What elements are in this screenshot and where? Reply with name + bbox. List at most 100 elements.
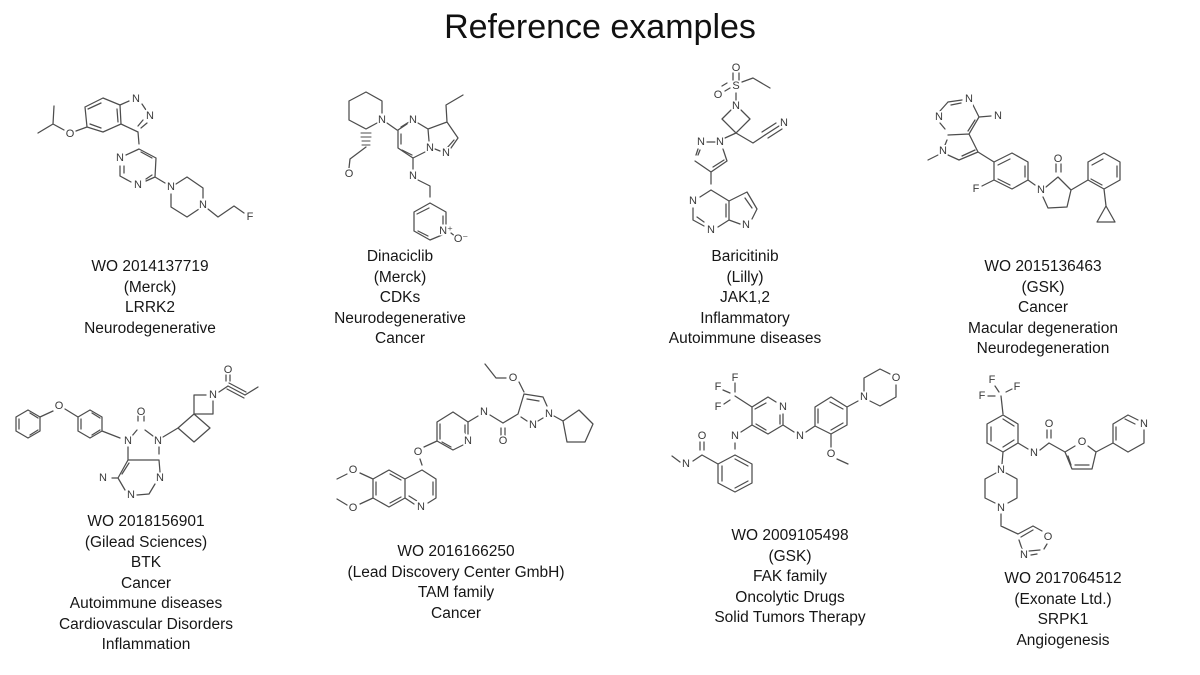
atom-label: N — [689, 195, 697, 207]
bonds — [984, 385, 1145, 556]
structure-wo2015136463: N N N N F N O — [927, 92, 1121, 223]
atom-label: N — [780, 117, 788, 129]
atom-label: N — [1140, 418, 1148, 430]
atom-label: O — [732, 62, 741, 74]
atom-label: N — [209, 389, 217, 401]
atom-labels: N N N N F N O — [934, 92, 1065, 198]
atom-label: N — [796, 430, 804, 442]
atom-label: N — [994, 110, 1002, 122]
atom-label: N — [529, 419, 537, 431]
atom-label: O — [499, 435, 508, 447]
atom-label: N — [1037, 184, 1045, 196]
atom-label: N — [99, 472, 107, 484]
atom-label: N — [426, 142, 434, 154]
atom-label: O — [1044, 531, 1053, 543]
atom-label: O — [224, 364, 233, 376]
caption-line: CDKs — [379, 289, 421, 306]
atom-label: N — [116, 152, 124, 164]
caption-baricitinib: Baricitinib (Lilly) JAK1,2 Inflammatory … — [635, 247, 855, 350]
atom-label: N — [779, 401, 787, 413]
caption-line: TAM family — [417, 584, 495, 601]
structure-wo2009105498: F F F N N O N N O N O — [671, 368, 903, 493]
caption-line: WO 2014137719 — [91, 258, 209, 275]
caption-line: Neurodegenerative — [334, 309, 466, 327]
atom-label: F — [989, 374, 996, 386]
atom-label: N — [707, 224, 715, 236]
caption-line: Neurodegenerative — [84, 319, 216, 337]
caption-wo2009105498: WO 2009105498 (GSK) FAK family Oncolytic… — [680, 526, 900, 629]
atom-label: F — [973, 183, 980, 195]
atom-label: O — [714, 89, 723, 101]
atom-label: F — [732, 372, 739, 384]
caption-line: WO 2016166250 — [397, 543, 515, 560]
atom-label: N⁺ — [439, 225, 453, 237]
atom-label: N — [167, 181, 175, 193]
structure-wo2018156901: O N O N N N N N O — [15, 363, 259, 503]
atom-label: N — [1030, 447, 1038, 459]
atom-label: O — [1045, 418, 1054, 430]
caption-line: (Gilead Sciences) — [84, 533, 208, 551]
structure-baricitinib: O O S N N N N N N N — [688, 61, 790, 238]
caption-line: Cancer — [121, 574, 171, 592]
atom-label: F — [715, 381, 722, 393]
atom-label: N — [464, 435, 472, 447]
caption-line: (GSK) — [1021, 278, 1065, 296]
atom-labels: O O S N N N N N N N — [688, 61, 790, 238]
atom-label: O — [1078, 436, 1087, 448]
caption-wo2016166250: WO 2016166250 (Lead Discovery Center Gmb… — [326, 542, 586, 624]
atom-label: N — [134, 179, 142, 191]
caption-line: Cancer — [375, 330, 425, 347]
structure-wo2014137719: O N N N N N N F — [37, 92, 255, 225]
atom-label: N — [146, 110, 154, 122]
caption-wo2014137719: WO 2014137719 (Merck) LRRK2 Neurodegener… — [30, 257, 270, 339]
caption-line: Solid Tumors Therapy — [714, 609, 866, 626]
caption-wo2015136463: WO 2015136463 (GSK) Cancer Macular degen… — [933, 257, 1153, 360]
caption-line: Cardiovascular Disorders — [58, 615, 233, 633]
caption-line: WO 2009105498 — [731, 527, 849, 544]
atom-label: N — [860, 391, 868, 403]
atom-labels: O N O N N N N N O — [53, 363, 234, 503]
atom-label: O — [349, 464, 358, 476]
atom-label: N — [442, 147, 450, 159]
structure-wo2017064512: F F F N O O N N N O N — [977, 373, 1149, 563]
atom-label: O — [137, 406, 146, 418]
caption-line: SRPK1 — [1037, 611, 1089, 628]
atom-labels: O N N N N N N F — [64, 92, 255, 225]
caption-line: JAK1,2 — [720, 289, 770, 306]
bonds — [348, 91, 464, 241]
caption-line: WO 2017064512 — [1004, 570, 1122, 587]
bonds — [15, 374, 259, 496]
caption-line: LRRK2 — [125, 299, 175, 316]
caption-line: Autoimmune diseases — [69, 595, 223, 612]
caption-line: Angiogenesis — [1016, 631, 1110, 649]
bonds — [692, 72, 783, 228]
caption-line: BTK — [130, 554, 162, 571]
atom-label: N — [731, 430, 739, 442]
caption-line: Dinaciclib — [366, 248, 434, 265]
atom-label: N — [997, 502, 1005, 514]
bonds — [336, 363, 594, 508]
atom-label: N — [409, 170, 417, 182]
caption-line: (Lilly) — [726, 268, 764, 286]
caption-line: WO 2015136463 — [984, 258, 1102, 275]
atom-label: N — [742, 219, 750, 231]
atom-labels: F F F N N O N N O N O — [681, 371, 903, 472]
atom-label: F — [715, 401, 722, 413]
caption-dinaciclib: Dinaciclib (Merck) CDKs Neurodegenerativ… — [290, 247, 510, 350]
atom-label: F — [979, 390, 986, 402]
caption-line: Autoimmune diseases — [668, 330, 822, 347]
atom-label: N — [124, 435, 132, 447]
atom-label: O — [55, 400, 64, 412]
atom-label: N — [199, 199, 207, 211]
caption-line: (Exonate Ltd.) — [1014, 590, 1112, 608]
atom-label: O⁻ — [454, 233, 469, 245]
atom-label: N — [545, 408, 553, 420]
atom-label: O — [414, 446, 423, 458]
slide-title: Reference examples — [444, 8, 756, 46]
atom-label: O — [509, 372, 518, 384]
atom-label: F — [247, 211, 254, 223]
caption-line: (Merck) — [373, 268, 427, 286]
atom-labels: F F F N O O N N N O N — [977, 373, 1149, 563]
atom-label: N — [965, 93, 973, 105]
